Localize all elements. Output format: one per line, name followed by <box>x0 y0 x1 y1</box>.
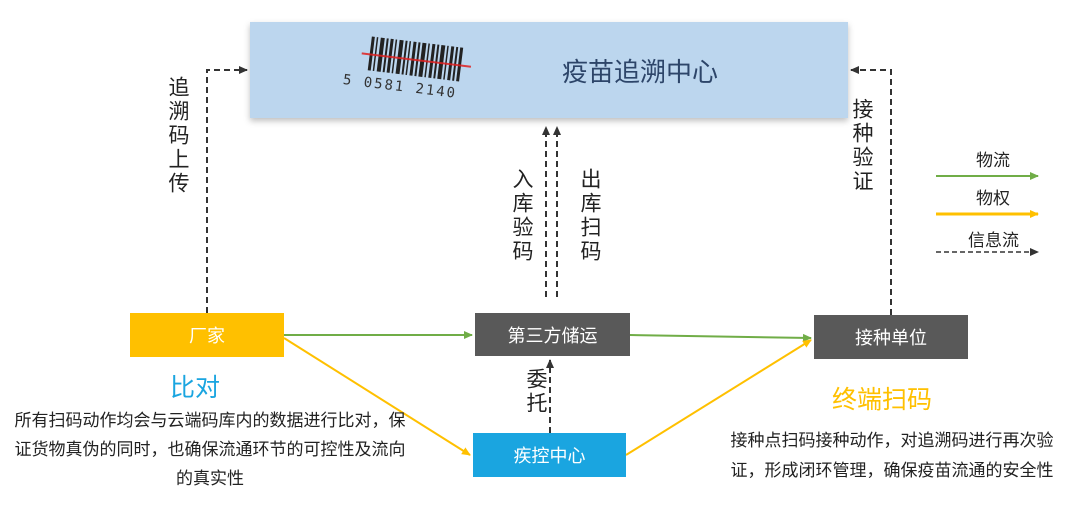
arrow-factory-upload <box>206 66 248 313</box>
cdc-node: 疾控中心 <box>473 433 626 477</box>
arrow-storage-to-clinic <box>629 333 812 342</box>
compare-heading: 比对 <box>170 373 221 402</box>
legend-label-ownership: 物权 <box>976 189 1010 209</box>
barcode-icon <box>361 36 472 82</box>
factory-node: 厂家 <box>130 313 284 357</box>
clinic-node: 接种单位 <box>814 315 968 359</box>
traceability-center-title: 疫苗追溯中心 <box>561 58 718 88</box>
legend-label-logistics: 物流 <box>976 151 1010 171</box>
terminal-scan-description: 接种点扫码接种动作，对追溯码进行再次验证，形成闭环管理，确保疫苗流通的安全性 <box>730 431 1054 481</box>
storage-node: 第三方储运 <box>475 313 630 356</box>
traceability-center-box <box>250 22 848 118</box>
label-verify: 接种验证 <box>850 98 874 194</box>
label-upload: 追溯码上传 <box>166 76 190 196</box>
arrow-clinic-verify <box>850 66 892 315</box>
label-entrust: 委托 <box>524 368 548 416</box>
arrow-cdc-to-clinic <box>625 339 812 456</box>
arrow-factory-to-cdc <box>283 337 471 456</box>
legend-label-info: 信息流 <box>968 231 1019 251</box>
terminal-scan-heading: 终端扫码 <box>832 385 933 414</box>
label-out-scan: 出库扫码 <box>578 168 602 264</box>
label-in-check: 入库验码 <box>510 168 534 264</box>
compare-description: 所有扫码动作均会与云端码库内的数据进行比对，保证货物真伪的同时，也确保流通环节的… <box>14 411 406 489</box>
